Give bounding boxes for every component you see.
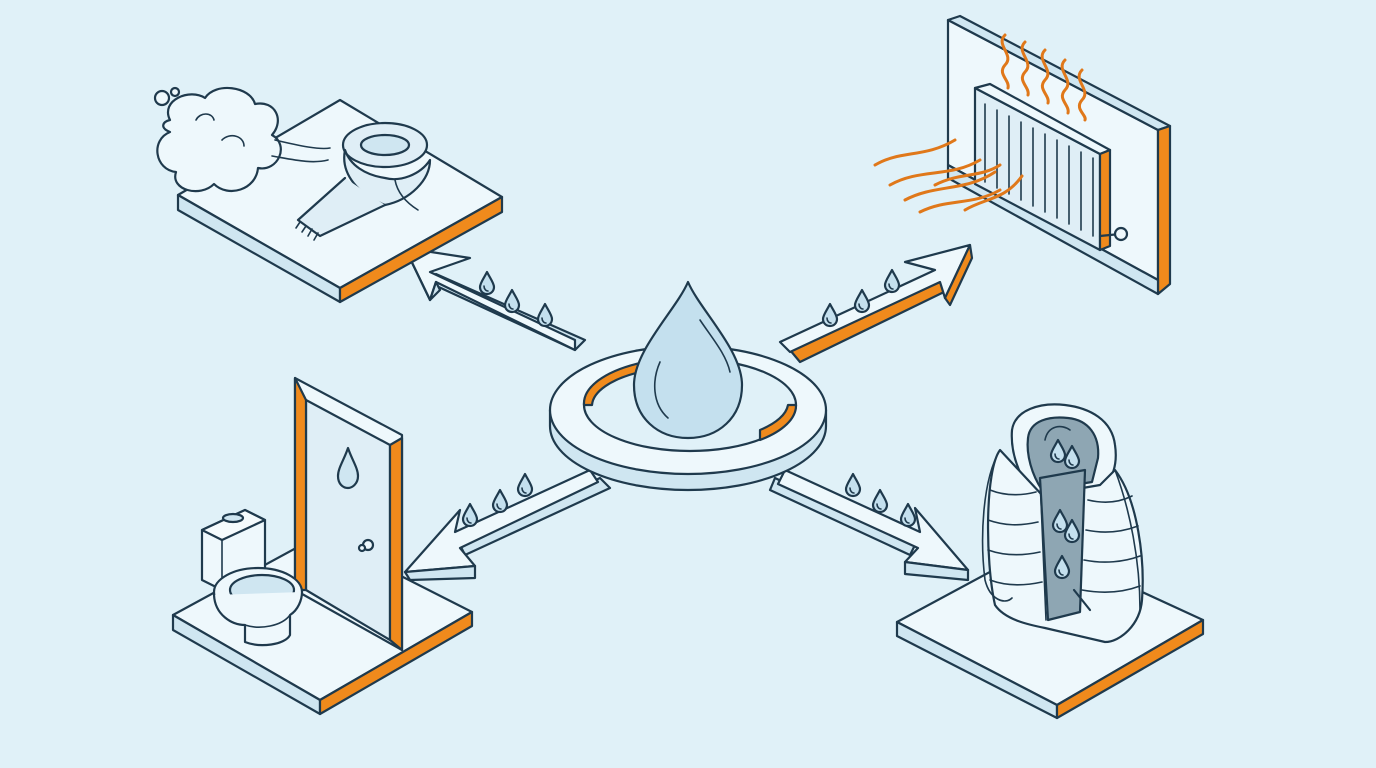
breath-cloud-and-scarf-icon	[153, 86, 432, 241]
droplet-icon	[853, 288, 871, 314]
damp-jacket-platform	[895, 403, 1205, 720]
damp-puffer-jacket-icon	[981, 403, 1144, 644]
arrow-to-radiator	[778, 243, 974, 364]
central-water-drop	[548, 280, 828, 492]
droplet-icon	[491, 488, 509, 514]
droplet-icon	[536, 302, 554, 328]
droplet-icon	[821, 302, 839, 328]
radiator-heat-icon	[873, 33, 1129, 252]
droplet-icon	[478, 270, 496, 296]
arrow-to-damp-jacket	[768, 468, 970, 582]
radiator-wall	[873, 14, 1172, 296]
water-drop-icon	[632, 280, 744, 440]
droplet-icon	[883, 268, 901, 294]
bathroom-platform	[171, 376, 474, 716]
cold-breath-platform	[153, 86, 504, 304]
arrow-to-cold-breath	[403, 246, 587, 352]
droplet-icon	[516, 472, 534, 498]
droplet-icon	[899, 502, 917, 528]
droplet-icon	[871, 488, 889, 514]
bathroom-toilet-door-icon	[200, 376, 404, 652]
droplet-icon	[461, 502, 479, 528]
arrow-to-bathroom	[403, 468, 612, 582]
droplet-icon	[503, 288, 521, 314]
droplet-icon	[844, 472, 862, 498]
